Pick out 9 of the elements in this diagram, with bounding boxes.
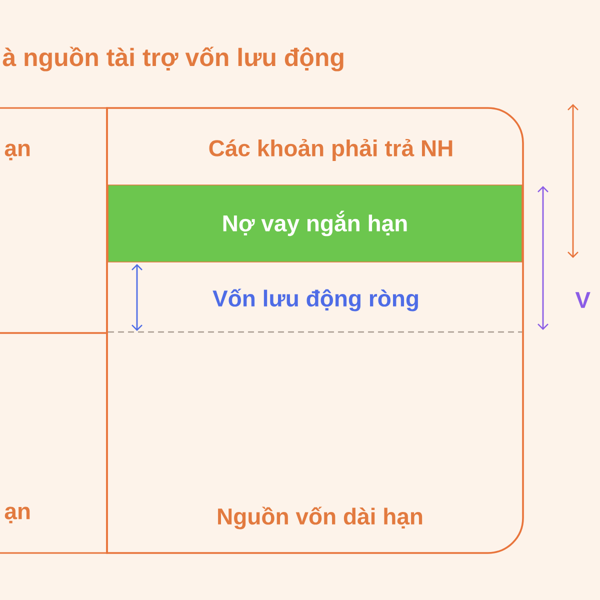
row-label: Các khoản phải trả NH [209,139,452,161]
table-cell: ạn [0,107,108,334]
axis-label: V [575,292,590,308]
row-label: Vốn lưu động ròng [212,288,418,312]
table-cell: ạn [0,332,108,554]
highlight-band: Nợ vay ngắn hạn [108,184,522,262]
table-frame [106,107,524,554]
title: à nguồn tài trợ vốn lưu động [2,46,344,72]
row-label: Nguồn vốn dài hạn [218,506,422,530]
